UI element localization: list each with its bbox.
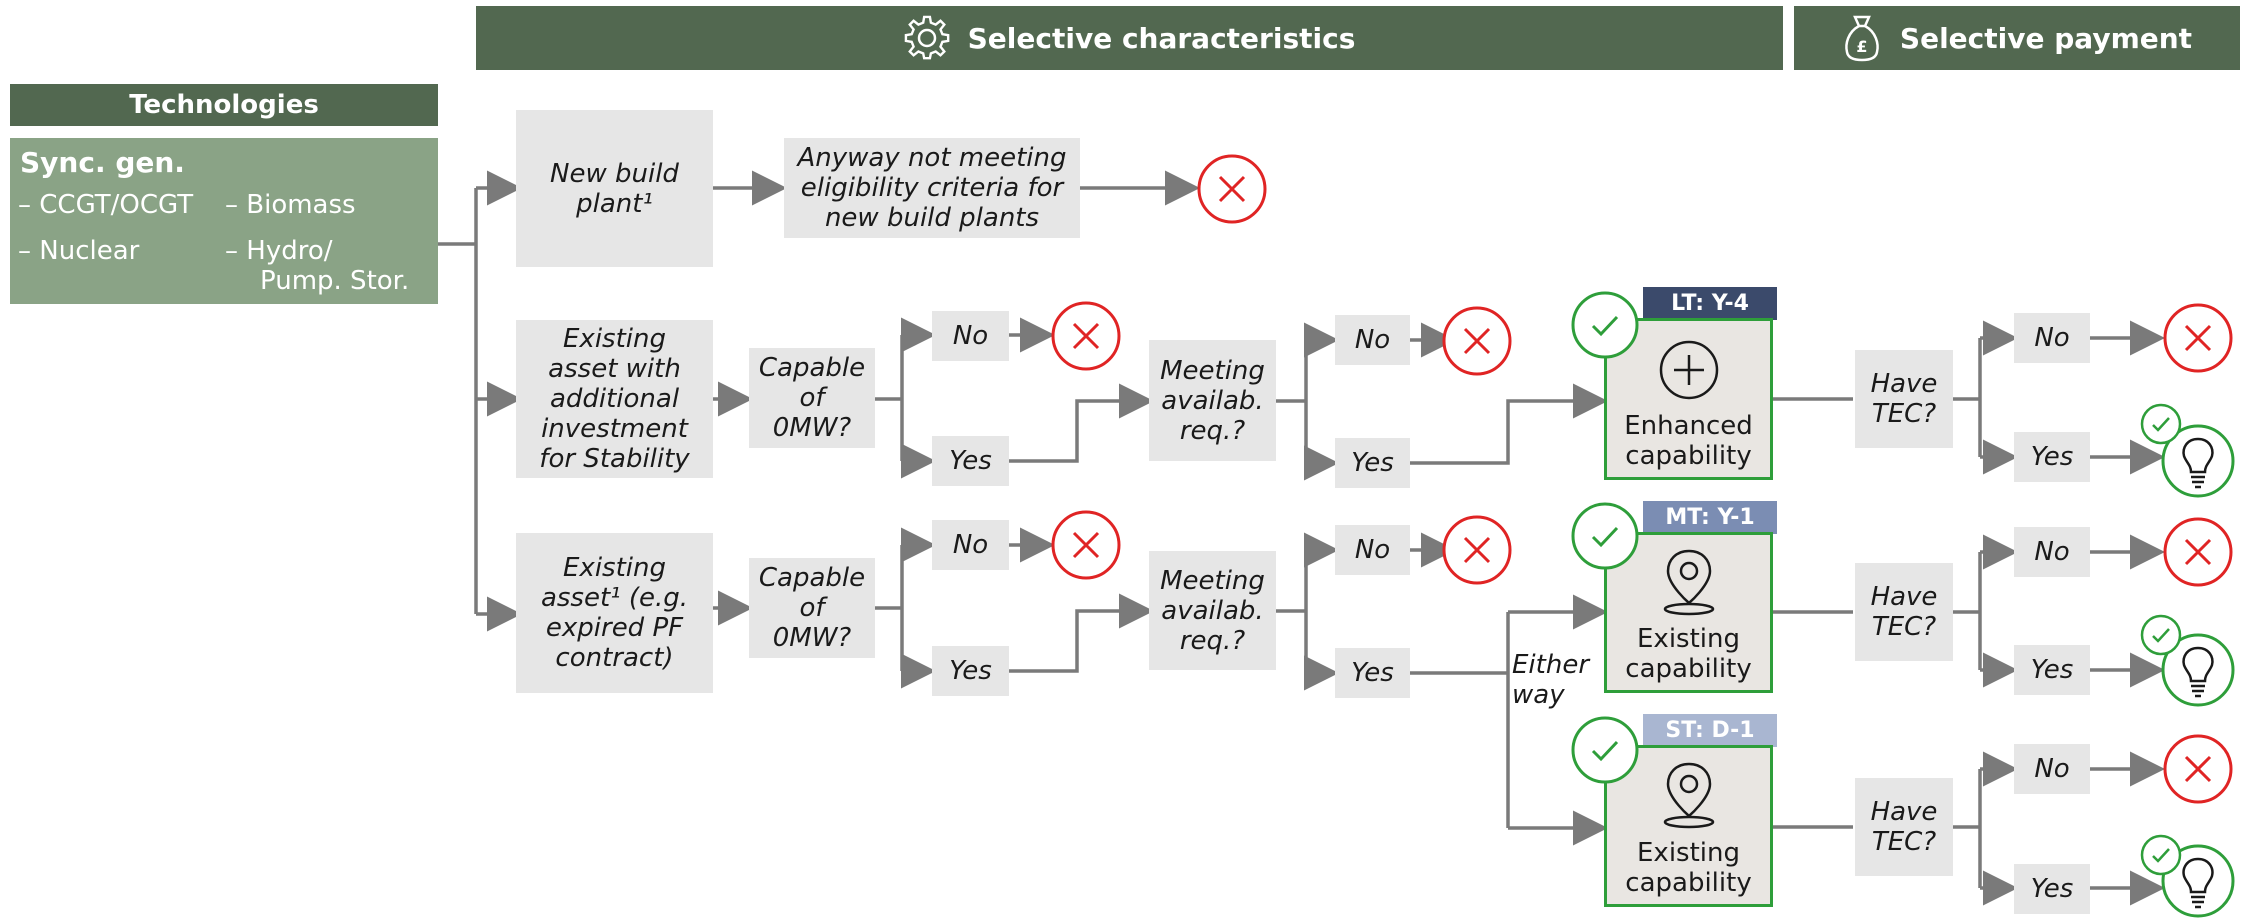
reject-icon [1051,510,1121,580]
new-build-plant-node: New build plant¹ [516,110,713,267]
reject-icon [1197,154,1267,224]
tech-item-biomass: – Biomass [225,190,356,220]
yes-node: Yes [1335,648,1410,698]
existing-investment-node: Existing asset with additional investmen… [516,320,713,478]
have-tec-node: Have TEC? [1855,350,1953,448]
yes-node: Yes [2014,864,2090,914]
existing-asset-node: Existing asset¹ (e.g. expired PF contrac… [516,533,713,693]
yes-node: Yes [2014,432,2090,482]
capability-label: Existing capability [1625,838,1752,898]
no-node: No [932,311,1009,361]
existing-capability-box: Existing capability [1604,532,1773,693]
tech-item-pump-stor: Pump. Stor. [260,266,410,296]
selective-payment-header: £ Selective payment [1794,6,2240,70]
lightbulb-icon [2161,844,2235,918]
check-icon [2140,834,2182,876]
no-node: No [2014,744,2090,794]
yes-node: Yes [2014,645,2090,695]
reject-icon [1442,515,1512,585]
capable-0mw-node: Capable of 0MW? [749,558,875,658]
check-icon [2140,403,2182,445]
yes-node: Yes [932,436,1009,486]
location-pin-icon [1663,762,1714,829]
no-node: No [1335,315,1410,365]
sync-gen-title: Sync. gen. [20,146,185,179]
capability-label: Enhanced capability [1624,411,1753,471]
no-node: No [2014,313,2090,363]
mt-tag: MT: Y-1 [1643,501,1777,534]
technologies-header: Technologies [10,84,438,126]
capable-0mw-node: Capable of 0MW? [749,348,875,448]
capability-label: Existing capability [1625,624,1752,684]
location-pin-icon [1663,549,1714,616]
no-node: No [932,520,1009,570]
reject-icon [2163,517,2233,587]
selective-characteristics-header: Selective characteristics [476,6,1783,70]
money-bag-icon: £ [1845,15,1879,62]
check-icon [2140,614,2182,656]
check-icon [1571,716,1639,784]
tech-item-hydro: – Hydro/ [225,236,333,266]
enhanced-capability-box: Enhanced capability [1604,318,1773,480]
existing-capability-box: Existing capability [1604,745,1773,907]
check-icon [1571,291,1639,359]
no-node: No [1335,525,1410,575]
reject-icon [1442,306,1512,376]
meeting-req-node: Meeting availab. req.? [1149,551,1276,670]
selective-characteristics-label: Selective characteristics [967,21,1356,55]
lt-tag: LT: Y-4 [1643,287,1777,320]
reject-icon [2163,303,2233,373]
no-node: No [2014,527,2090,577]
yes-node: Yes [1335,438,1410,488]
not-eligible-node: Anyway not meeting eligibility criteria … [784,138,1080,238]
plus-circle-icon [1659,340,1718,400]
lightbulb-icon [2161,633,2235,707]
svg-text:£: £ [1856,37,1867,56]
have-tec-node: Have TEC? [1855,563,1953,661]
lightbulb-icon [2161,424,2235,498]
sync-gen-box: Sync. gen. – CCGT/OCGT – Biomass – Nucle… [10,138,438,304]
gear-icon [904,15,949,60]
reject-icon [2163,734,2233,804]
have-tec-node: Have TEC? [1855,778,1953,876]
tech-item-ccgt: – CCGT/OCGT [18,190,194,220]
check-icon [1571,502,1639,570]
st-tag: ST: D-1 [1643,714,1777,747]
meeting-req-node: Meeting availab. req.? [1149,340,1276,461]
reject-icon [1051,301,1121,371]
yes-node: Yes [932,646,1009,696]
selective-payment-label: Selective payment [1899,21,2193,55]
tech-item-nuclear: – Nuclear [18,236,140,266]
either-way-label: Either way [1512,650,1590,710]
